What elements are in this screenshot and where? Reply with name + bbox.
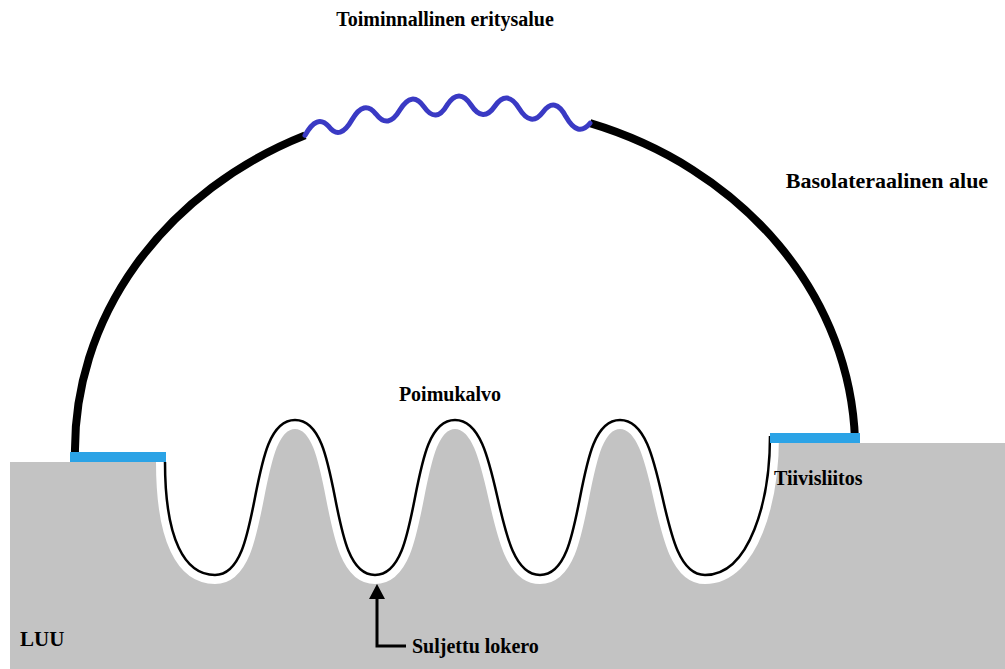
cell-interior	[165, 400, 770, 575]
ruffled-membrane	[165, 420, 770, 575]
resorption-gap	[165, 420, 770, 575]
region-label: Toiminnallinen eritysalue	[330, 4, 560, 34]
secretory-domain	[305, 96, 590, 135]
basolateral-membrane	[75, 135, 305, 455]
membrane-label: Poimukalvo	[370, 381, 530, 407]
tissue-label: LUU	[20, 626, 120, 653]
region-label: Basolateraalinen alue	[782, 166, 992, 196]
pointer-arrowhead	[369, 584, 385, 599]
pointer-line	[377, 597, 406, 646]
sealing-zone	[70, 452, 166, 462]
callout-label: Suljettu lokero	[412, 633, 632, 659]
junction-label: Tiivisliitos	[774, 465, 974, 491]
sealing-zone	[770, 433, 860, 443]
